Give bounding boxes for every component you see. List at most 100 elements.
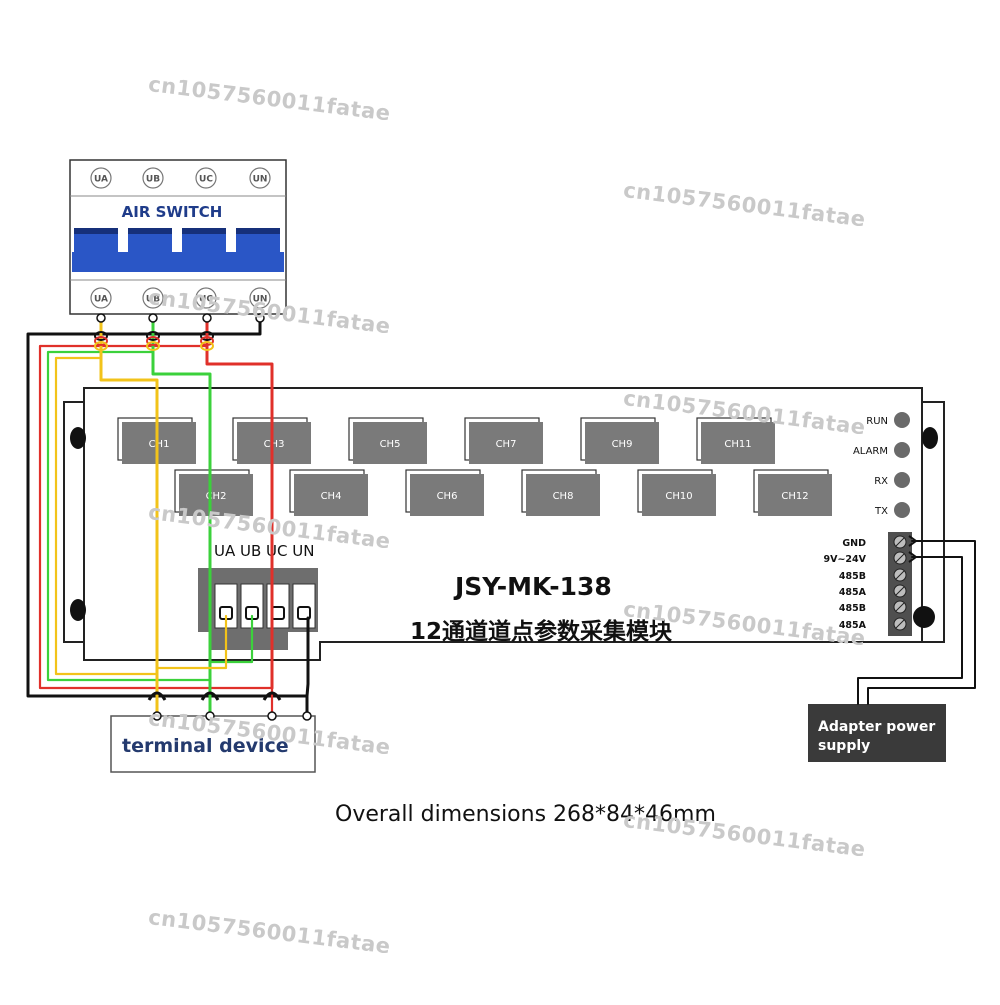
adapter-label-line1: Adapter power [818,719,935,735]
device-wire-loop [262,691,282,701]
channel-box [237,422,311,464]
channel-label: CH6 [437,491,458,502]
switch-bottom-terminal-label: UB [146,295,160,305]
adapter-power-supply: Adapter power supply [808,704,946,762]
channel-module: CH3 [232,417,311,464]
wire-un-black [26,316,309,718]
terminal-device-box [110,715,316,773]
indicator-label: TX [874,506,888,517]
switch-lever-top [182,228,226,234]
channel-box [294,474,368,516]
switch-top-terminal-circle [142,167,164,189]
channel-module: CH2 [174,469,253,516]
terminal-device-label: terminal device [122,735,289,757]
channel-box [122,422,196,464]
channel-module: CH7 [464,417,543,464]
channel-label: CH4 [321,491,342,502]
wire-gnd [867,540,976,705]
switch-wire-terminal [96,313,106,323]
power-screws [893,535,918,631]
switch-bottom-terminal-label: UN [253,295,268,305]
switch-bottom-terminal-circle [142,287,164,309]
switch-bottom-terminal-label: UC [199,295,213,305]
power-terminal-slot [895,553,905,563]
power-terminal-label: 485A [839,587,867,598]
channel-box [526,474,600,516]
power-terminal-label: 485A [839,620,867,631]
channel-box [179,474,253,516]
indicator-led [894,472,910,488]
switch-bottom-terminal-circle [195,287,217,309]
channel-module: CH6 [405,469,484,516]
channel-label: CH10 [665,491,692,502]
channel-label: CH11 [724,439,751,450]
channel-label: CH3 [264,439,285,450]
channel-module: CH8 [521,469,600,516]
switch-top-terminal-circle [90,167,112,189]
indicator-group: RUN ALARM RX TX [853,412,910,518]
indicator-label: RUN [866,416,888,427]
channel-label: CH7 [496,439,517,450]
power-terminal-slot [895,586,905,596]
switch-top-terminal-label: UA [94,175,108,185]
wire-junction [146,341,160,351]
switch-top-terminal-label: UN [253,175,268,185]
channel-module: CH5 [348,417,427,464]
switch-wire-terminal [202,313,212,323]
switch-bottom-terminal-circle [249,287,271,309]
indicator-led [894,442,910,458]
indicator-label: RX [874,476,888,487]
channel-module: CH9 [580,417,659,464]
wire-ua-to-input [155,614,228,670]
air-switch-base-bar [72,252,284,272]
input-terminal-screw [271,606,285,620]
wire-junction [200,341,214,351]
wire-junction [94,336,108,346]
switch-lever-top [128,228,172,234]
wire-ub-to-input [208,614,254,664]
adapter-label-line2: supply [818,738,870,754]
terminal-device: terminal device [110,715,316,773]
channel-label: CH9 [612,439,633,450]
channel-module: CH10 [637,469,716,516]
wire-junction [146,331,160,341]
module-model: JSY-MK-138 [455,572,612,601]
switch-wire-terminal [255,313,265,323]
wire-junction [200,336,214,346]
wire-junction [94,331,108,341]
mount-hole-left-bottom [70,599,86,621]
mount-hole-left-top [70,427,86,449]
indicator-label: ALARM [853,446,888,457]
channel-label: CH5 [380,439,401,450]
channel-box [353,422,427,464]
switch-top-terminal-label: UB [146,175,160,185]
switch-levers [74,228,280,254]
module-subtitle: 12通道道点参数采集模块 [410,619,673,645]
channel-label: CH12 [781,491,808,502]
power-terminal-slot [895,570,905,580]
switch-bottom-terminal-circle [90,287,112,309]
input-terminal-screw [297,606,311,620]
air-switch-label: AIR SWITCH [122,203,223,221]
dimensions-caption: Overall dimensions 268*84*46mm [335,802,716,827]
channel-box [410,474,484,516]
power-terminal-label: 485B [839,603,866,614]
channel-label: CH1 [149,439,170,450]
channel-module: CH12 [753,469,832,516]
switch-lever-top [236,228,280,234]
device-wire-terminal [302,711,312,721]
power-terminal-label: 485B [839,571,866,582]
channel-module: CH11 [696,417,775,464]
channel-module: CH1 [117,417,196,464]
indicator-led [894,412,910,428]
channel-label: CH8 [553,491,574,502]
power-terminal-slot [895,537,905,547]
device-wire-terminal [267,711,277,721]
device-wire-terminal [152,711,162,721]
wire-junction [200,331,214,341]
